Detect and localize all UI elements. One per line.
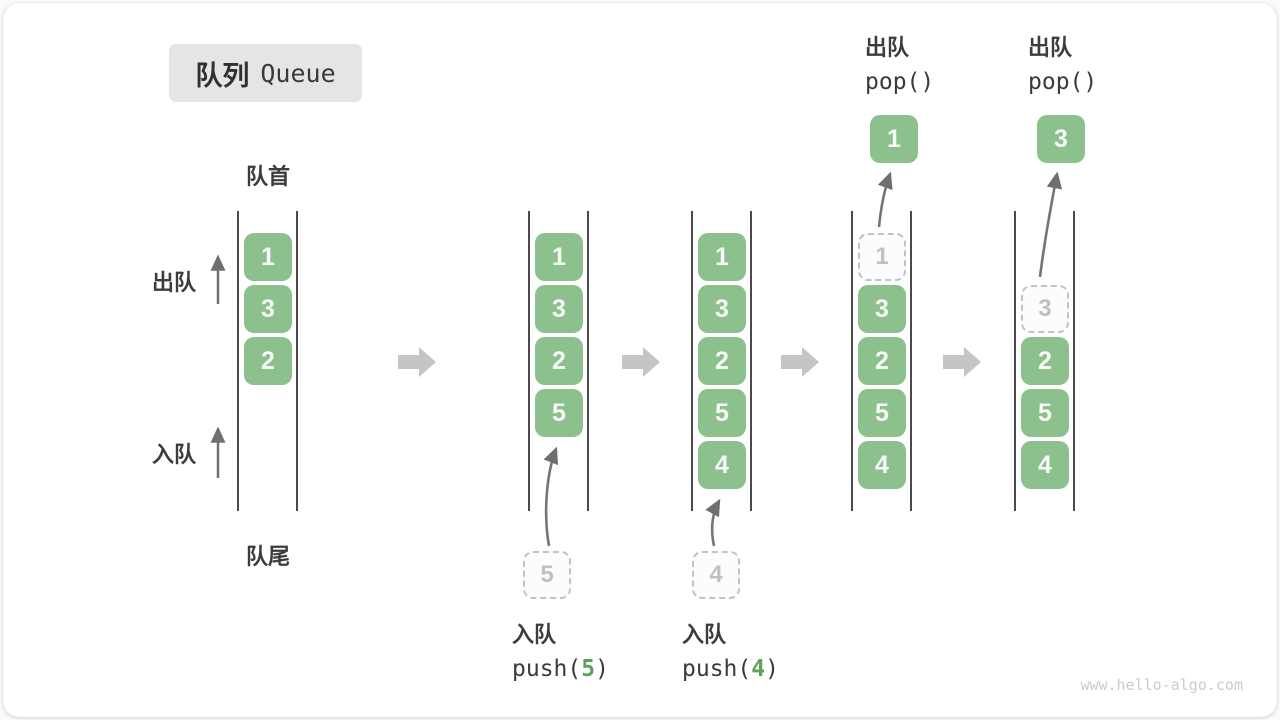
queue-item-popped: 3 [1021, 285, 1069, 333]
incoming-item: 5 [523, 551, 571, 599]
title-zh: 队列 [195, 60, 250, 91]
queue-rail-right [587, 211, 589, 511]
queue-item: 2 [535, 337, 583, 385]
queue-front-label: 队首 [245, 164, 290, 189]
op-label-zh: 出队 [1028, 35, 1073, 60]
queue-rear-label: 队尾 [245, 544, 290, 569]
queue-item: 5 [698, 389, 746, 437]
dequeue-op-label: 出队 pop() [865, 30, 934, 95]
queue-item: 2 [698, 337, 746, 385]
enqueue-op-label: 入队 push(4) [682, 617, 779, 682]
queue-item: 5 [858, 389, 906, 437]
queue-item: 2 [244, 337, 292, 385]
queue-rail-right [750, 211, 752, 511]
queue-item: 4 [858, 441, 906, 489]
enqueue-side-label: 入队 [152, 442, 197, 467]
watermark: www.hello-algo.com [1080, 676, 1243, 694]
dequeue-side-label: 出队 [152, 270, 197, 295]
queue-rail-left [528, 211, 530, 511]
queue-rail-left [851, 211, 853, 511]
title-box: 队列 Queue [169, 44, 362, 102]
op-label-zh: 出队 [865, 35, 910, 60]
queue-item: 4 [1021, 441, 1069, 489]
queue-rail-left [1014, 211, 1016, 511]
op-arg: 5 [581, 656, 596, 682]
queue-rail-left [691, 211, 693, 511]
queue-rail-right [910, 211, 912, 511]
queue-item: 4 [698, 441, 746, 489]
queue-item-popped: 1 [858, 233, 906, 281]
outgoing-item: 1 [870, 115, 918, 163]
op-label-code: pop() [1028, 69, 1098, 95]
op-label-zh: 入队 [512, 622, 557, 647]
title-en: Queue [260, 58, 336, 88]
queue-item: 1 [535, 233, 583, 281]
enqueue-op-label: 入队 push(5) [512, 617, 609, 682]
queue-rail-right [296, 211, 298, 511]
diagram-card [3, 3, 1277, 717]
queue-item: 5 [535, 389, 583, 437]
queue-item: 1 [244, 233, 292, 281]
queue-item: 2 [1021, 337, 1069, 385]
queue-item: 3 [244, 285, 292, 333]
queue-item: 5 [1021, 389, 1069, 437]
queue-rail-left [237, 211, 239, 511]
queue-item: 2 [858, 337, 906, 385]
op-label-code: push(5) [512, 656, 609, 682]
op-label-code: push(4) [682, 656, 779, 682]
outgoing-item: 3 [1037, 115, 1085, 163]
queue-item: 1 [698, 233, 746, 281]
op-arg: 4 [751, 656, 766, 682]
incoming-item: 4 [692, 551, 740, 599]
op-label-zh: 入队 [682, 622, 727, 647]
queue-item: 3 [535, 285, 583, 333]
queue-item: 3 [698, 285, 746, 333]
queue-item: 3 [858, 285, 906, 333]
queue-rail-right [1073, 211, 1075, 511]
dequeue-op-label: 出队 pop() [1028, 30, 1097, 95]
op-label-code: pop() [865, 69, 935, 95]
